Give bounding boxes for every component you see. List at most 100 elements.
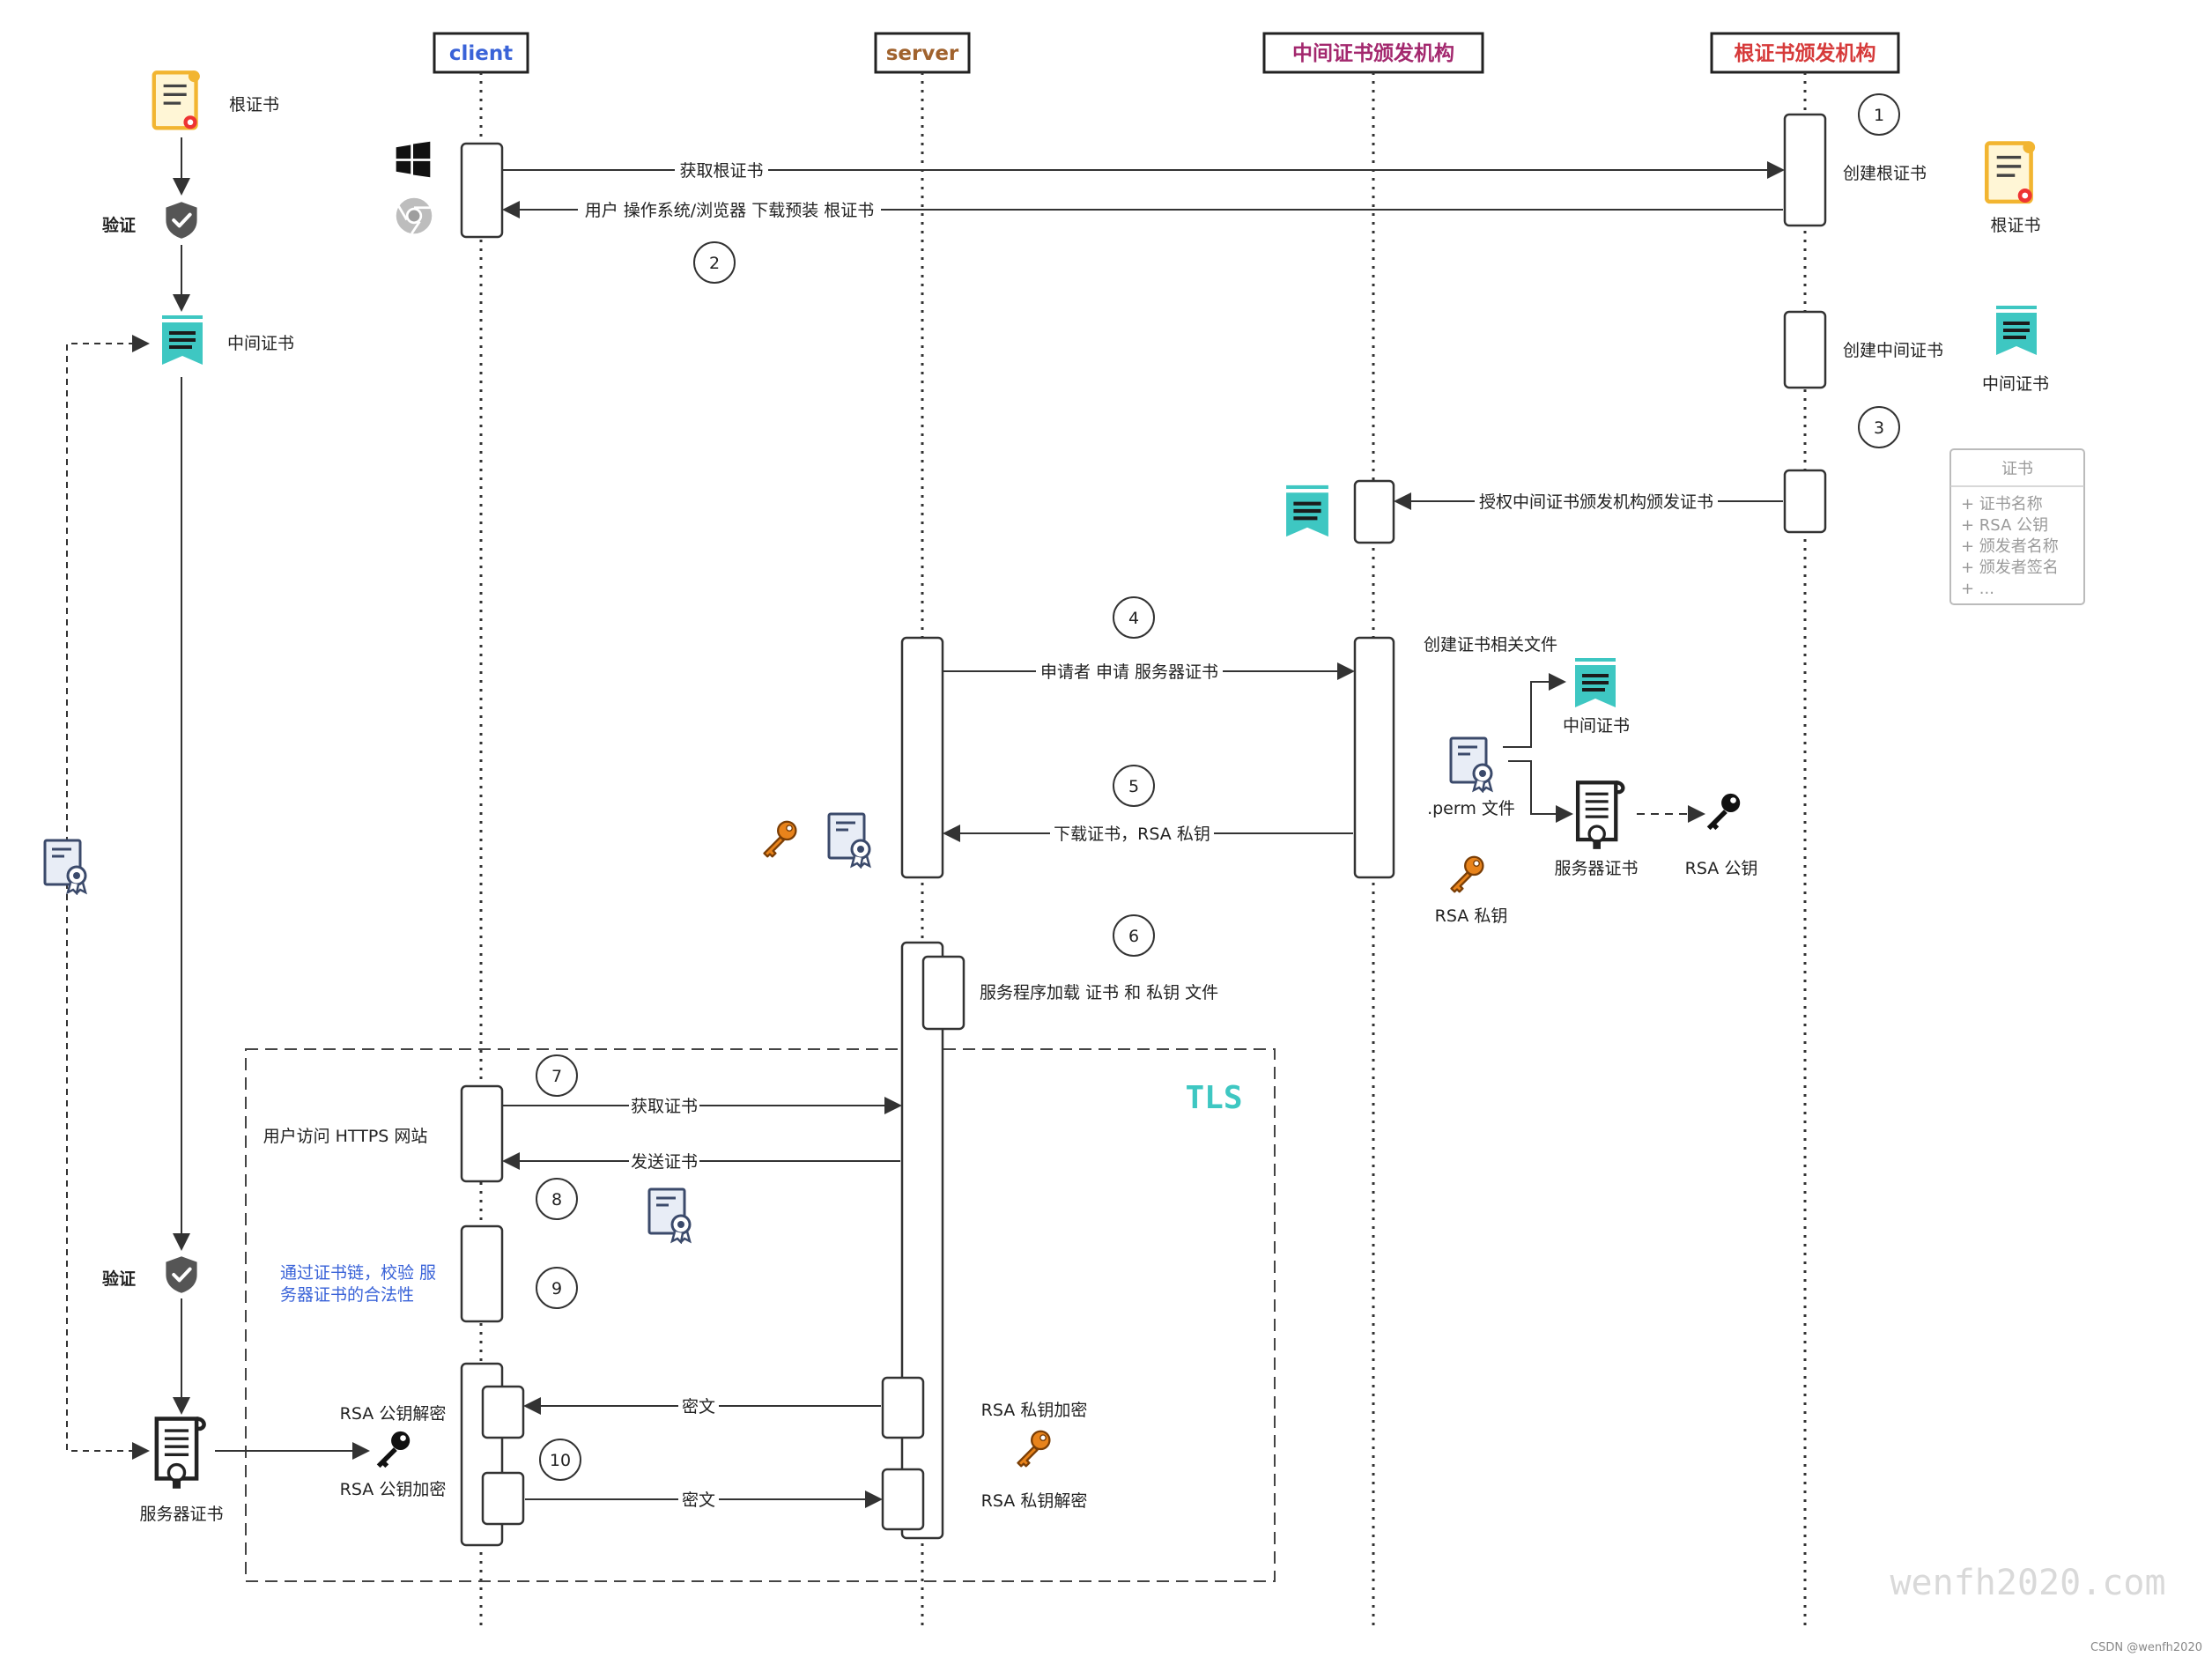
msg-authorize-label: 授权中间证书颁发机构颁发证书 — [1479, 492, 1713, 512]
key-icon — [763, 820, 797, 858]
root-activation-3 — [1783, 469, 1827, 534]
server-activation-1 — [900, 636, 944, 879]
note-perm-file: .perm 文件 — [1427, 799, 1515, 818]
msg-cipher-2-label: 密文 — [682, 1491, 715, 1510]
key-icon — [1017, 1430, 1051, 1468]
watermark: wenfh2020.com — [1890, 1563, 2165, 1603]
msg-send-cert-label: 发送证书 — [631, 1152, 698, 1172]
client-label: client — [449, 42, 513, 65]
msg-cipher-1-label: 密文 — [682, 1397, 715, 1417]
root-ca-label: 根证书颁发机构 — [1735, 41, 1876, 65]
msg-download-root-label: 用户 操作系统/浏览器 下载预装 根证书 — [585, 201, 875, 220]
client-activation-3 — [460, 1224, 504, 1323]
note-rsa-priv-encrypt: RSA 私钥加密 — [981, 1401, 1088, 1420]
root-activation-2 — [1783, 310, 1827, 389]
key-icon — [1706, 793, 1741, 831]
note-user-visit: 用户访问 HTTPS 网站 — [263, 1127, 428, 1146]
ribbon-cert-icon — [162, 315, 203, 365]
note-rsa-priv-decrypt: RSA 私钥解密 — [981, 1491, 1088, 1511]
server-load-activation — [921, 955, 965, 1031]
step-2: 2 — [709, 254, 720, 273]
cert-legend-card: 证书 + 证书名称 + RSA 公钥 + 颁发者名称 + 颁发者签名 + ... — [1949, 448, 2085, 605]
root-cert-icon — [154, 70, 200, 129]
step-9: 9 — [551, 1279, 562, 1298]
certificate-icon — [647, 1187, 692, 1244]
server-encrypt-activation — [881, 1376, 925, 1439]
intermediate-activation-1 — [1353, 479, 1395, 544]
ribbon-cert-icon — [1996, 306, 2037, 355]
certificate-icon — [1449, 736, 1493, 793]
left-server-cert-label: 服务器证书 — [139, 1505, 223, 1524]
server-cert-scroll-icon — [157, 1419, 204, 1489]
root-activation-1 — [1783, 113, 1827, 227]
note-rsa-pub-encrypt: RSA 公钥加密 — [340, 1480, 447, 1499]
note-rsa-public: RSA 公钥 — [1685, 859, 1758, 878]
step-circles — [536, 93, 1900, 1481]
shield-check-icon — [166, 202, 196, 239]
tls-label: TLS — [1185, 1080, 1242, 1116]
chrome-logo-icon — [395, 196, 433, 235]
legend-item: + 颁发者名称 — [1961, 537, 2059, 556]
note-rsa-pub-decrypt: RSA 公钥解密 — [340, 1404, 447, 1424]
message-labels: 获取根证书 用户 操作系统/浏览器 下载预装 根证书 授权中间证书颁发机构颁发证… — [578, 159, 1718, 1510]
step-3: 3 — [1874, 418, 1884, 438]
msg-get-root-label: 获取根证书 — [679, 161, 763, 181]
root-cert-icon — [1986, 141, 2035, 203]
key-icon — [376, 1431, 411, 1468]
tls-region — [245, 1048, 1276, 1582]
note-chain-verify-1: 通过证书链，校验 服 — [280, 1263, 436, 1283]
lifeline-header-server: server — [874, 32, 971, 74]
legend-item: + 颁发者签名 — [1961, 558, 2059, 577]
msg-download-cert-label: 下载证书，RSA 私钥 — [1054, 825, 1210, 844]
legend-item: + ... — [1961, 580, 1994, 598]
server-activation-2 — [900, 941, 944, 1540]
lifeline-header-client: client — [433, 32, 529, 74]
step-6: 6 — [1128, 927, 1139, 946]
legend-item: + RSA 公钥 — [1961, 516, 2048, 535]
intermediate-activation-2 — [1353, 636, 1395, 879]
activation-bars — [460, 113, 1827, 1547]
lifeline-header-root-ca: 根证书颁发机构 — [1710, 32, 1900, 74]
note-create-intermediate: 创建中间证书 — [1843, 341, 1943, 360]
client-activation-1 — [460, 142, 504, 239]
left-intermediate-cert-label: 中间证书 — [227, 334, 294, 353]
lifeline-header-intermediate-ca: 中间证书颁发机构 — [1262, 32, 1484, 74]
step-8: 8 — [551, 1190, 562, 1209]
client-encrypt-activation — [481, 1471, 525, 1526]
legend-title: 证书 — [2001, 460, 2033, 478]
certificate-icon — [827, 812, 871, 869]
server-label: server — [886, 42, 959, 65]
msg-apply-label: 申请者 申请 服务器证书 — [1040, 662, 1218, 682]
windows-logo-icon — [396, 141, 431, 178]
left-root-cert-label: 根证书 — [229, 95, 279, 115]
step-10: 10 — [550, 1451, 571, 1470]
shield-check-icon — [166, 1256, 196, 1293]
step-1: 1 — [1874, 106, 1884, 125]
note-rsa-private: RSA 私钥 — [1435, 906, 1508, 926]
ribbon-cert-icon — [1575, 658, 1616, 707]
client-decrypt-activation — [481, 1385, 525, 1439]
note-server-load: 服务程序加载 证书 和 私钥 文件 — [980, 983, 1218, 1002]
server-cert-scroll-icon — [1578, 782, 1623, 849]
legend-item: + 证书名称 — [1961, 495, 2043, 514]
step-numbers: 1 2 3 4 5 6 7 8 9 10 — [550, 106, 1884, 1470]
credit: CSDN @wenfh2020 — [2090, 1641, 2202, 1654]
step-7: 7 — [551, 1067, 562, 1086]
msg-get-cert-label: 获取证书 — [631, 1097, 698, 1116]
ribbon-cert-icon — [1286, 485, 1328, 536]
note-server-cert: 服务器证书 — [1554, 859, 1638, 878]
note-intermediate-cert: 中间证书 — [1982, 374, 2049, 394]
note-chain-verify-2: 务器证书的合法性 — [280, 1285, 414, 1305]
verify-bottom-label: 验证 — [102, 1269, 136, 1289]
note-create-root: 创建根证书 — [1843, 164, 1927, 183]
note-files-intermediate: 中间证书 — [1563, 716, 1630, 736]
key-icon — [1450, 855, 1484, 893]
server-decrypt-activation — [881, 1468, 925, 1531]
step-5: 5 — [1128, 777, 1139, 796]
intermediate-ca-label: 中间证书颁发机构 — [1292, 41, 1454, 65]
left-chain: 根证书 验证 中间证书 验证 服务器证书 — [43, 70, 370, 1524]
verify-top-label: 验证 — [102, 215, 136, 235]
note-root-cert: 根证书 — [1990, 216, 2040, 235]
step-4: 4 — [1128, 609, 1139, 628]
